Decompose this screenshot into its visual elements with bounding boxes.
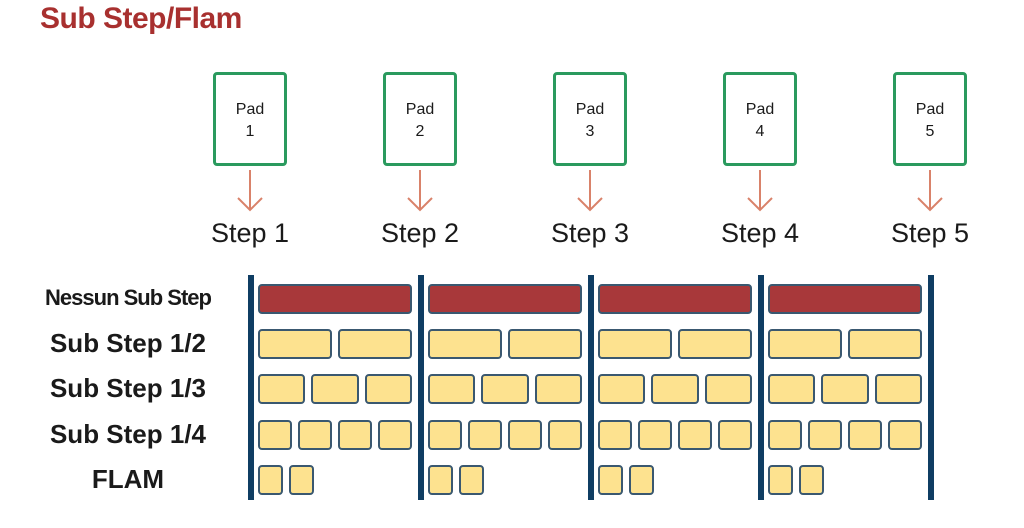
substep-block <box>678 420 712 450</box>
pad-3: Pad 3 <box>553 72 627 166</box>
down-arrow-icon <box>747 170 773 212</box>
substep-block <box>888 420 922 450</box>
substep-block <box>311 374 359 404</box>
substep-block <box>598 420 632 450</box>
pad-label: Pad <box>915 101 945 118</box>
substep-block <box>481 374 529 404</box>
row-label: Sub Step 1/2 <box>49 328 207 358</box>
substep-block <box>508 329 582 359</box>
pad-1: Pad 1 <box>213 72 287 166</box>
substep-block <box>298 420 332 450</box>
pad-label: Pad <box>405 101 435 118</box>
step-label: Step 4 <box>720 218 800 248</box>
substep-block <box>768 420 802 450</box>
pad-5: Pad 5 <box>893 72 967 166</box>
flam-block <box>258 465 283 495</box>
substep-block <box>428 374 476 404</box>
substep-block <box>378 420 412 450</box>
substep-block <box>848 420 882 450</box>
substep-block <box>808 420 842 450</box>
down-arrow-icon <box>407 170 433 212</box>
row-label: Sub Step 1/3 <box>49 373 207 403</box>
step-divider <box>588 275 594 500</box>
substep-block <box>651 374 699 404</box>
substep-block <box>364 374 412 404</box>
down-arrow-icon <box>917 170 943 212</box>
step-divider <box>418 275 424 500</box>
flam-block <box>768 465 793 495</box>
pad-number: 2 <box>415 123 425 140</box>
step-block <box>258 284 412 314</box>
substep-block <box>874 374 922 404</box>
pad-number: 1 <box>245 123 255 140</box>
down-arrow-icon <box>577 170 603 212</box>
substep-block <box>508 420 542 450</box>
step-label: Step 3 <box>550 218 630 248</box>
step-divider <box>928 275 934 500</box>
pad-number: 3 <box>585 123 595 140</box>
page-title: Sub Step/Flam <box>40 2 242 35</box>
substep-block <box>258 374 306 404</box>
flam-block <box>459 465 484 495</box>
pad-label: Pad <box>575 101 605 118</box>
step-label: Step 2 <box>380 218 460 248</box>
step-block <box>768 284 922 314</box>
substep-block <box>821 374 869 404</box>
substep-block <box>848 329 922 359</box>
flam-block <box>289 465 314 495</box>
pad-number: 4 <box>755 123 765 140</box>
substep-block <box>534 374 582 404</box>
step-label: Step 1 <box>210 218 290 248</box>
pad-label: Pad <box>235 101 265 118</box>
substep-block <box>258 329 332 359</box>
substep-block <box>338 329 412 359</box>
substep-block <box>678 329 752 359</box>
pad-label: Pad <box>745 101 775 118</box>
substep-block <box>338 420 372 450</box>
substep-block <box>428 420 462 450</box>
substep-block <box>548 420 582 450</box>
flam-block <box>799 465 824 495</box>
pad-number: 5 <box>925 123 935 140</box>
substep-block <box>598 374 646 404</box>
step-label: Step 5 <box>890 218 970 248</box>
pad-4: Pad 4 <box>723 72 797 166</box>
substep-block <box>704 374 752 404</box>
pad-2: Pad 2 <box>383 72 457 166</box>
row-label: Sub Step 1/4 <box>49 419 207 449</box>
substep-block <box>638 420 672 450</box>
substep-block <box>468 420 502 450</box>
substep-block <box>428 329 502 359</box>
down-arrow-icon <box>237 170 263 212</box>
step-divider <box>758 275 764 500</box>
flam-block <box>629 465 654 495</box>
substep-block <box>768 374 816 404</box>
substep-block <box>598 329 672 359</box>
flam-block <box>428 465 453 495</box>
row-label: Nessun Sub Step <box>45 285 212 310</box>
row-label: FLAM <box>91 464 165 494</box>
flam-block <box>598 465 623 495</box>
step-block <box>598 284 752 314</box>
substep-block <box>258 420 292 450</box>
step-divider <box>248 275 254 500</box>
step-block <box>428 284 582 314</box>
substep-block <box>768 329 842 359</box>
substep-block <box>718 420 752 450</box>
